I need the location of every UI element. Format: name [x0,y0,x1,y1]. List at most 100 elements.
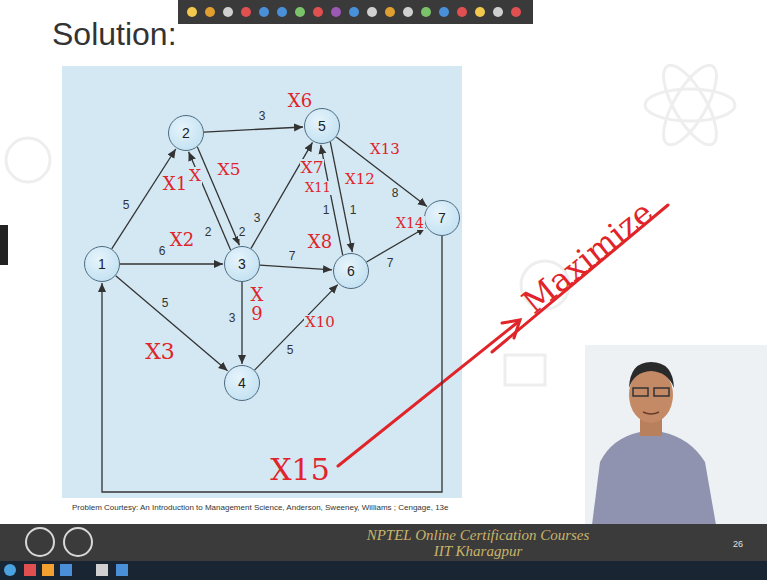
tool-icon [241,7,251,17]
flow-arc [112,149,176,249]
variable-label: X [188,167,202,185]
tool-icon [493,7,503,17]
node-number: 6 [347,263,355,279]
tool-icon [511,7,521,17]
flow-arc [367,228,426,262]
variable-label: X5 [217,161,242,179]
network-node: 5 [304,108,340,144]
slide-title: Solution: [52,16,177,53]
annotation-arrow [338,322,518,466]
capacity-label: 3 [258,110,267,123]
presenter-hair [629,362,674,388]
tool-icon [439,7,449,17]
presenter-mouth [643,412,659,414]
footer-text: NPTEL Online Certification Courses [366,528,591,544]
footer-text: IIT Kharagpur [433,544,524,560]
taskbar-icon [42,564,54,576]
atom-orbit [654,58,727,152]
variable-label: X13 [369,142,401,158]
variable-label: X6 [287,92,313,111]
taskbar-icon [60,564,72,576]
tool-icon [403,7,413,17]
network-node: 2 [168,115,204,151]
footer-logo [64,528,92,556]
capacity-label: 1 [349,204,358,217]
side-marker [0,225,8,265]
flow-arc [102,236,442,492]
footer-bar [0,524,767,561]
node-number: 1 [98,256,106,272]
network-node: 1 [84,246,120,282]
variable-label: X8 [307,233,333,252]
footer-logo [26,528,54,556]
tool-icon [475,7,485,17]
capacity-label: 3 [228,312,237,325]
node-number: 5 [318,118,326,134]
tool-icon [457,7,467,17]
variable-label: X15 [269,454,331,486]
flow-arc [116,276,228,371]
variable-label: X1 [162,175,188,194]
presenter [585,345,767,525]
flow-arc [241,282,242,364]
diagram-panel [62,66,462,498]
watermark-chip [505,355,545,385]
variable-label: X2 [169,231,195,250]
variable-label: X14 [395,216,425,231]
presenter-glasses [633,388,648,396]
taskbar-icon [24,564,36,576]
tool-icon [313,7,323,17]
node-number: 3 [238,256,246,272]
tool-icon [421,7,431,17]
source-caption: Problem Courtesy: An Introduction to Man… [72,503,449,512]
flow-arc [204,127,303,132]
tool-icon [331,7,341,17]
node-number: 2 [182,125,190,141]
atom-orbit [645,89,735,121]
variable-label: X3 [144,340,176,363]
taskbar [0,561,767,580]
taskbar-icon [96,564,108,576]
node-number: 4 [238,375,246,391]
network-node: 7 [424,200,460,236]
flow-arc [120,263,223,264]
toolbar-bar [178,0,533,24]
capacity-label: 5 [286,344,295,357]
network-node: 3 [224,246,260,282]
capacity-label: 7 [288,250,297,263]
tool-icon [187,7,197,17]
flow-arc [260,265,332,270]
node-number: 7 [438,210,446,226]
capacity-label: 7 [386,257,395,270]
tool-icon [385,7,395,17]
network-node: 6 [333,253,369,289]
presenter-shirt [592,432,716,525]
capacity-label: 6 [158,245,167,258]
capacity-label: 8 [391,187,400,200]
presenter-backdrop [585,345,767,525]
toolbar [178,0,533,24]
tool-icon [223,7,233,17]
flow-arc [336,137,427,206]
tool-icon [367,7,377,17]
objective-note: Maximize [516,195,660,321]
flow-arc [330,142,352,252]
variable-label: X 9 [248,286,266,324]
variable-label: X12 [344,172,376,188]
network-node: 4 [224,365,260,401]
tool-icon [295,7,305,17]
capacity-label: 3 [253,212,262,225]
presenter-glasses [654,388,669,396]
variable-label: X10 [304,315,336,331]
tool-icon [259,7,269,17]
capacity-label: 2 [204,226,213,239]
capacity-label: 2 [238,226,247,239]
flow-arc [255,285,338,370]
gear-icon [6,138,50,182]
page-number: 26 [732,540,744,549]
tool-icon [205,7,215,17]
